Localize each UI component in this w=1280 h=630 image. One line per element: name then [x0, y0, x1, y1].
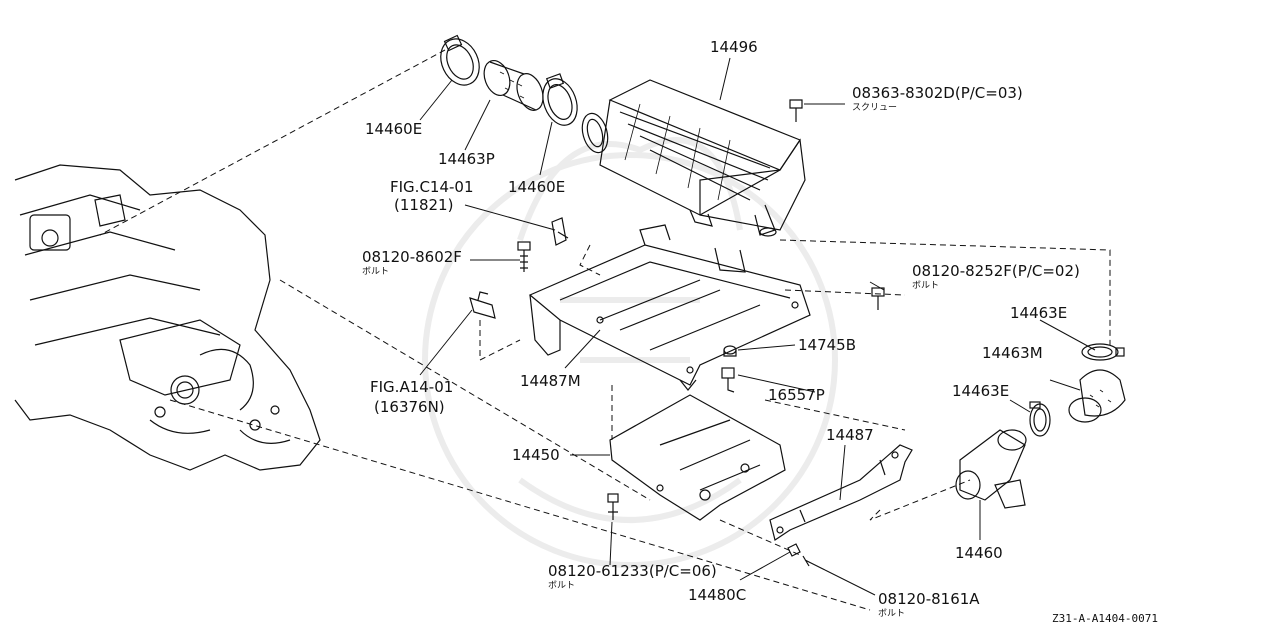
label-14463e-low: 14463E — [952, 382, 1010, 400]
bolt-8161a — [802, 555, 826, 571]
label-bolt-61233: 08120-61233(P/C=06) — [548, 562, 717, 580]
clamp-14463e-low — [1029, 401, 1051, 437]
label-14463e-top: 14463E — [1010, 304, 1068, 322]
label-fig-a14-ref: (16376N) — [374, 398, 445, 416]
bolt-8252f — [871, 287, 885, 310]
label-bolt-8252f-name: ボルト — [912, 281, 940, 291]
label-bolt-8602f-name: ボルト — [362, 267, 390, 277]
hose-14463p — [483, 59, 544, 111]
label-bolt-8161a: 08120-8161A — [878, 590, 980, 608]
label-fig-a14: FIG.A14-01 — [370, 378, 454, 396]
label-14460e-top: 14460E — [365, 120, 423, 138]
bracket-a14 — [469, 291, 496, 319]
intercooler-14496 — [581, 79, 806, 237]
label-bolt-61233-name: ボルト — [548, 581, 576, 591]
nut-16557p — [721, 367, 735, 393]
label-14745b: 14745B — [798, 336, 857, 354]
label-screw-name: スクリュー — [852, 103, 898, 113]
label-14487: 14487 — [826, 426, 874, 444]
label-14463p: 14463P — [438, 150, 495, 168]
hose-14463m — [1068, 369, 1126, 423]
frame-14487m — [528, 224, 811, 391]
label-14450: 14450 — [512, 446, 560, 464]
bolt-14480c — [787, 543, 801, 557]
label-bolt-8161a-name: ボルト — [878, 609, 906, 619]
nut-14745b — [723, 345, 737, 357]
clamp-14463e-top — [1081, 343, 1125, 361]
label-14496: 14496 — [710, 38, 758, 56]
label-bolt-8602f: 08120-8602F — [362, 248, 462, 266]
watermark-logo — [422, 137, 838, 568]
screw-08363 — [789, 99, 803, 122]
bracket-c14 — [551, 217, 569, 246]
label-screw-08363: 08363-8302D(P/C=03) — [852, 84, 1023, 102]
clamp-14460e-top — [440, 34, 480, 86]
label-14460: 14460 — [955, 544, 1003, 562]
clamp-14460e-mid — [542, 73, 578, 126]
bracket-14487 — [769, 444, 913, 541]
label-14480c: 14480C — [688, 586, 747, 604]
duct-14460 — [955, 429, 1027, 509]
engine-block — [14, 164, 321, 471]
label-fig-c14-ref: (11821) — [394, 196, 454, 214]
bolt-8602f — [517, 241, 531, 272]
bolt-61233 — [607, 493, 619, 520]
diagram-code: Z31-A-A1404-0071 — [1052, 612, 1158, 625]
label-bolt-8252f: 08120-8252F(P/C=02) — [912, 262, 1080, 280]
heat-shield-14450 — [609, 394, 786, 521]
label-14463m: 14463M — [982, 344, 1043, 362]
label-14460e-mid: 14460E — [508, 178, 566, 196]
label-14487m: 14487M — [520, 372, 581, 390]
label-16557p: 16557P — [768, 386, 825, 404]
label-fig-c14: FIG.C14-01 — [390, 178, 474, 196]
